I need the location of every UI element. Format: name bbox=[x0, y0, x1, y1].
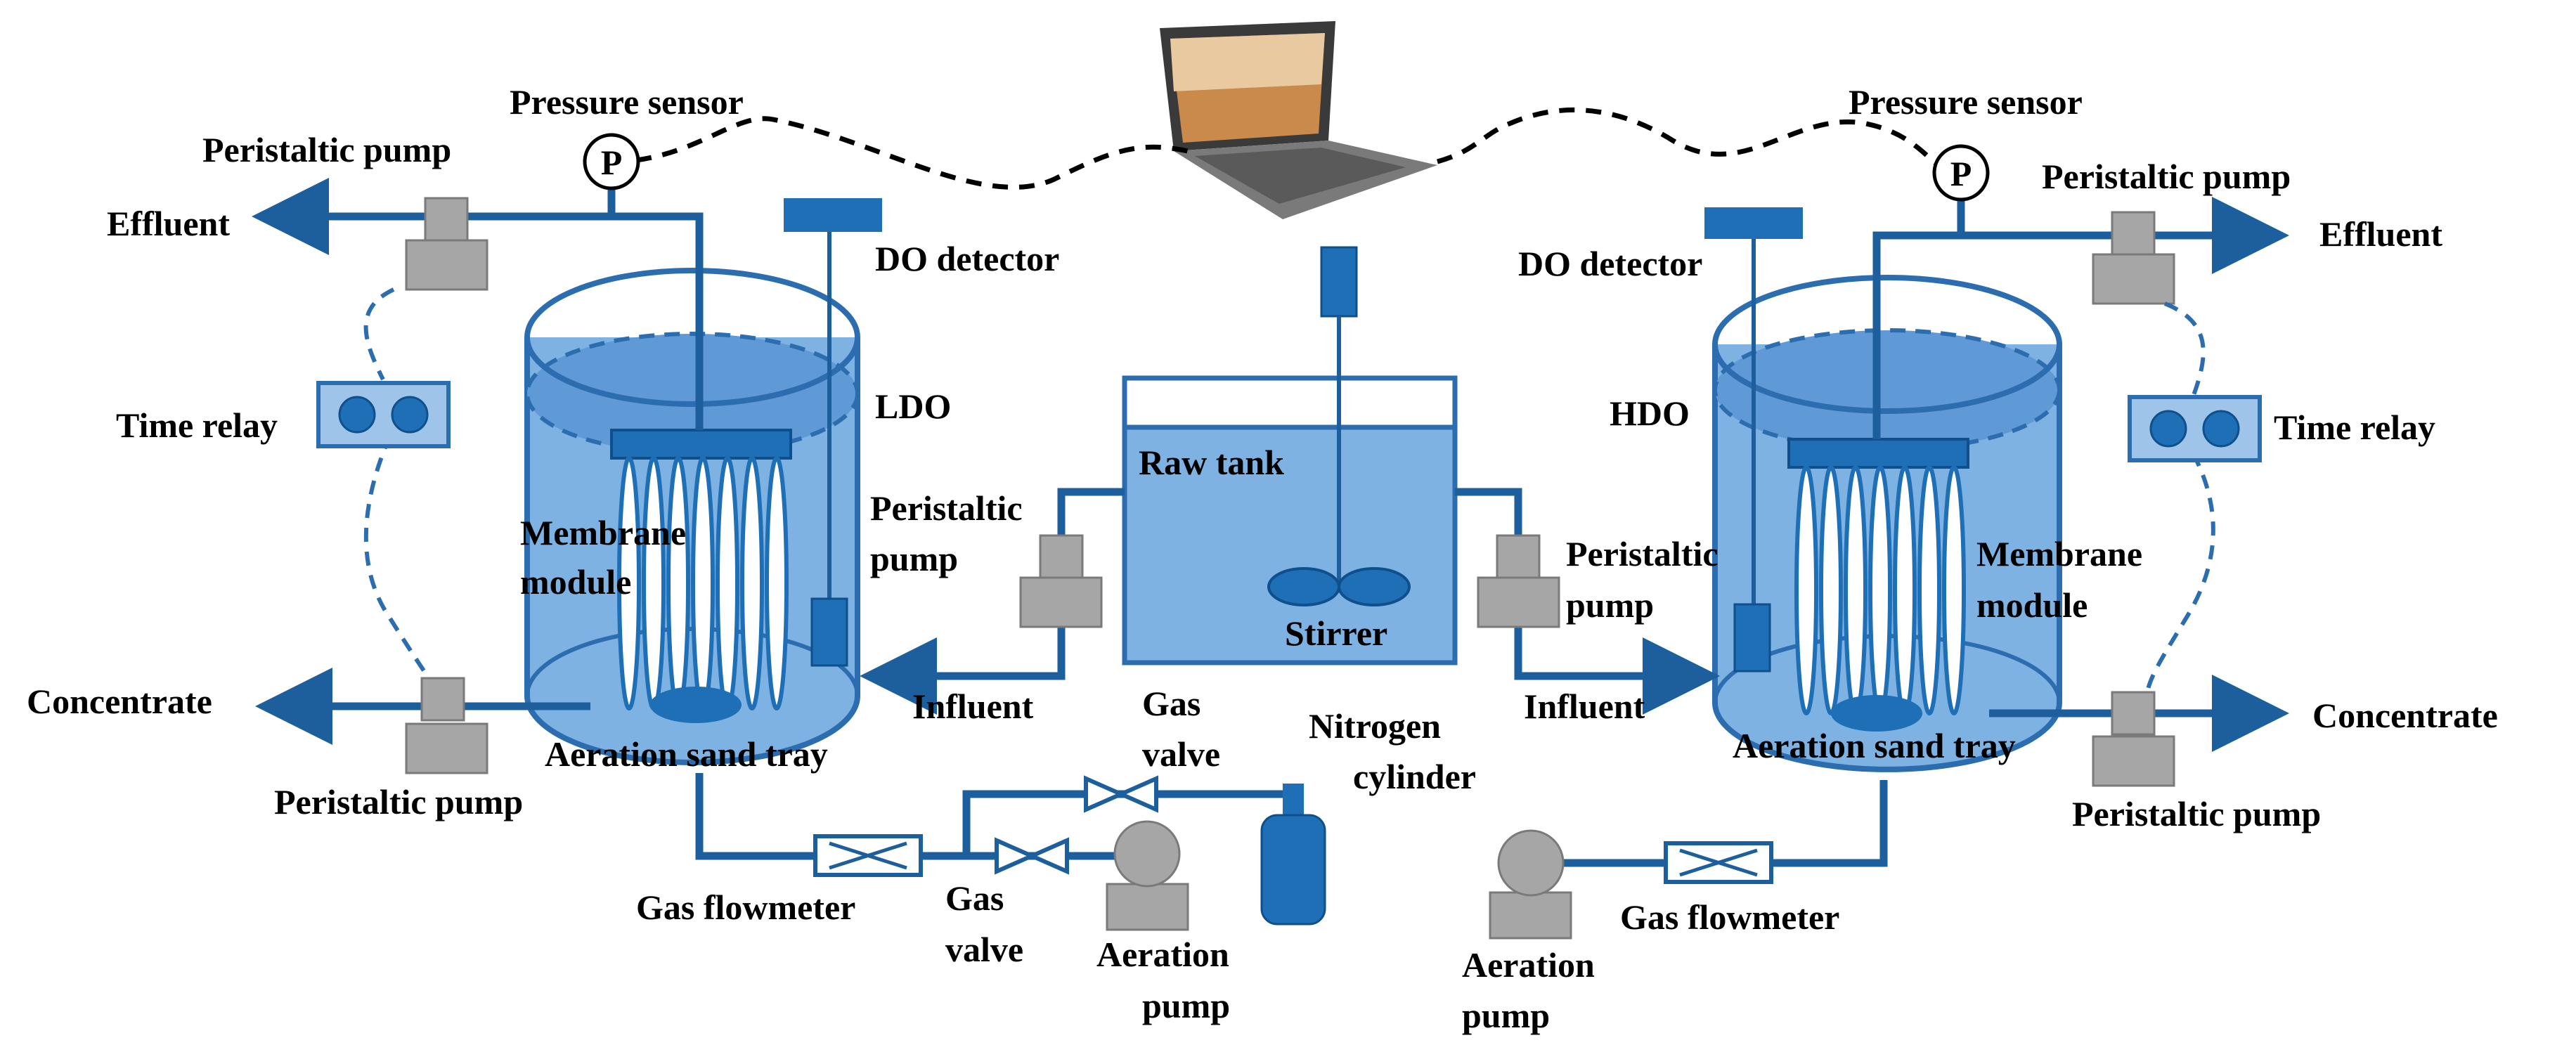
effluent-label-right: Effluent bbox=[2319, 214, 2442, 254]
membrane-module-left bbox=[610, 429, 792, 723]
flowmeter-icon bbox=[1664, 841, 1773, 884]
membrane-module-label-left-2: module bbox=[520, 562, 631, 602]
peristaltic-pump-label-top-right: Peristaltic pump bbox=[2042, 157, 2291, 196]
gas-valve-label-bottom-1: Gas bbox=[945, 878, 1004, 918]
hdo-label: HDO bbox=[1610, 394, 1690, 433]
peristaltic-pump-icon bbox=[1477, 534, 1560, 628]
peristaltic-pump-icon bbox=[405, 677, 488, 774]
nitrogen-cylinder-label-2: cylinder bbox=[1353, 757, 1476, 796]
peristaltic-pump-label-top-left: Peristaltic pump bbox=[202, 130, 451, 169]
pressure-sensor-label-right: Pressure sensor bbox=[1849, 82, 2083, 122]
pipe-effluent-left bbox=[252, 178, 704, 430]
time-relay-label-left: Time relay bbox=[116, 405, 278, 445]
gas-valve-icon bbox=[1084, 775, 1158, 813]
aeration-sand-tray-label-right: Aeration sand tray bbox=[1733, 726, 2016, 765]
gas-flowmeter-label-right: Gas flowmeter bbox=[1620, 897, 1839, 937]
aeration-pump-label-left-1: Aeration bbox=[1096, 935, 1229, 974]
pressure-gauge-icon: P bbox=[1932, 144, 1990, 202]
peristaltic-pump-label-bottom-left: Peristaltic pump bbox=[274, 782, 523, 822]
peristaltic-pump-label-mid-left-2: pump bbox=[870, 539, 958, 578]
gas-valve-label-top-2: valve bbox=[1142, 734, 1220, 774]
stirrer-label: Stirrer bbox=[1285, 613, 1387, 653]
concentrate-label-left: Concentrate bbox=[27, 682, 212, 721]
nitrogen-cylinder-label-1: Nitrogen bbox=[1309, 706, 1441, 746]
gas-flowmeter-label-left: Gas flowmeter bbox=[636, 888, 855, 927]
aeration-sand-tray-label-left: Aeration sand tray bbox=[545, 734, 828, 774]
laptop-icon bbox=[1160, 21, 1437, 219]
pressure-symbol-left: P bbox=[601, 143, 623, 182]
signal-cable-left bbox=[635, 116, 1189, 190]
influent-label-left: Influent bbox=[912, 687, 1034, 726]
peristaltic-pump-label-mid-right-1: Peristaltic bbox=[1566, 534, 1719, 573]
time-relay-label-right: Time relay bbox=[2274, 408, 2435, 447]
aeration-sand-tray-left bbox=[650, 687, 742, 723]
gas-valve-label-top-1: Gas bbox=[1142, 684, 1200, 723]
membrane-module-right bbox=[1787, 438, 1969, 732]
ldo-label: LDO bbox=[875, 387, 951, 426]
raw-tank bbox=[1122, 375, 1458, 665]
influent-label-right: Influent bbox=[1524, 687, 1645, 726]
aeration-pump-icon bbox=[1106, 820, 1189, 931]
membrane-module-label-right-1: Membrane bbox=[1976, 534, 2142, 573]
aeration-pump-icon bbox=[1489, 829, 1572, 940]
stirrer-icon bbox=[1267, 246, 1411, 606]
aeration-sand-tray-right bbox=[1831, 695, 1922, 732]
effluent-label-left: Effluent bbox=[107, 204, 230, 243]
gas-valve-icon bbox=[995, 837, 1069, 875]
do-detector-label-left: DO detector bbox=[875, 239, 1059, 278]
concentrate-label-right: Concentrate bbox=[2312, 696, 2498, 735]
peristaltic-pump-label-bottom-right: Peristaltic pump bbox=[2072, 794, 2321, 833]
membrane-module-label-right-2: module bbox=[1976, 585, 2088, 625]
peristaltic-pump-icon bbox=[1019, 534, 1103, 628]
time-relay-icon bbox=[2128, 395, 2262, 462]
pressure-symbol-right: P bbox=[1950, 154, 1972, 193]
do-detector-label-right: DO detector bbox=[1518, 244, 1702, 283]
peristaltic-pump-label-mid-right-2: pump bbox=[1566, 585, 1654, 625]
flowmeter-icon bbox=[813, 834, 923, 877]
membrane-module-label-left-1: Membrane bbox=[520, 513, 686, 552]
time-relay-icon bbox=[316, 381, 451, 448]
pressure-gauge-icon: P bbox=[583, 133, 640, 190]
peristaltic-pump-label-mid-left-1: Peristaltic bbox=[870, 488, 1023, 528]
do-detector-right bbox=[1704, 207, 1803, 673]
gas-cylinder-icon bbox=[1260, 784, 1326, 926]
pipe-gas-branch bbox=[962, 790, 1297, 856]
peristaltic-pump-icon bbox=[2092, 211, 2175, 305]
pressure-sensor-label-left: Pressure sensor bbox=[510, 82, 744, 122]
peristaltic-pump-icon bbox=[2092, 691, 2175, 787]
aeration-pump-label-left-2: pump bbox=[1142, 986, 1230, 1025]
aeration-pump-label-right-2: pump bbox=[1462, 996, 1550, 1035]
do-detector-left bbox=[784, 198, 882, 667]
gas-valve-label-bottom-2: valve bbox=[945, 930, 1023, 969]
peristaltic-pump-icon bbox=[405, 197, 488, 291]
aeration-pump-label-right-1: Aeration bbox=[1462, 945, 1595, 985]
raw-tank-label: Raw tank bbox=[1139, 443, 1284, 482]
